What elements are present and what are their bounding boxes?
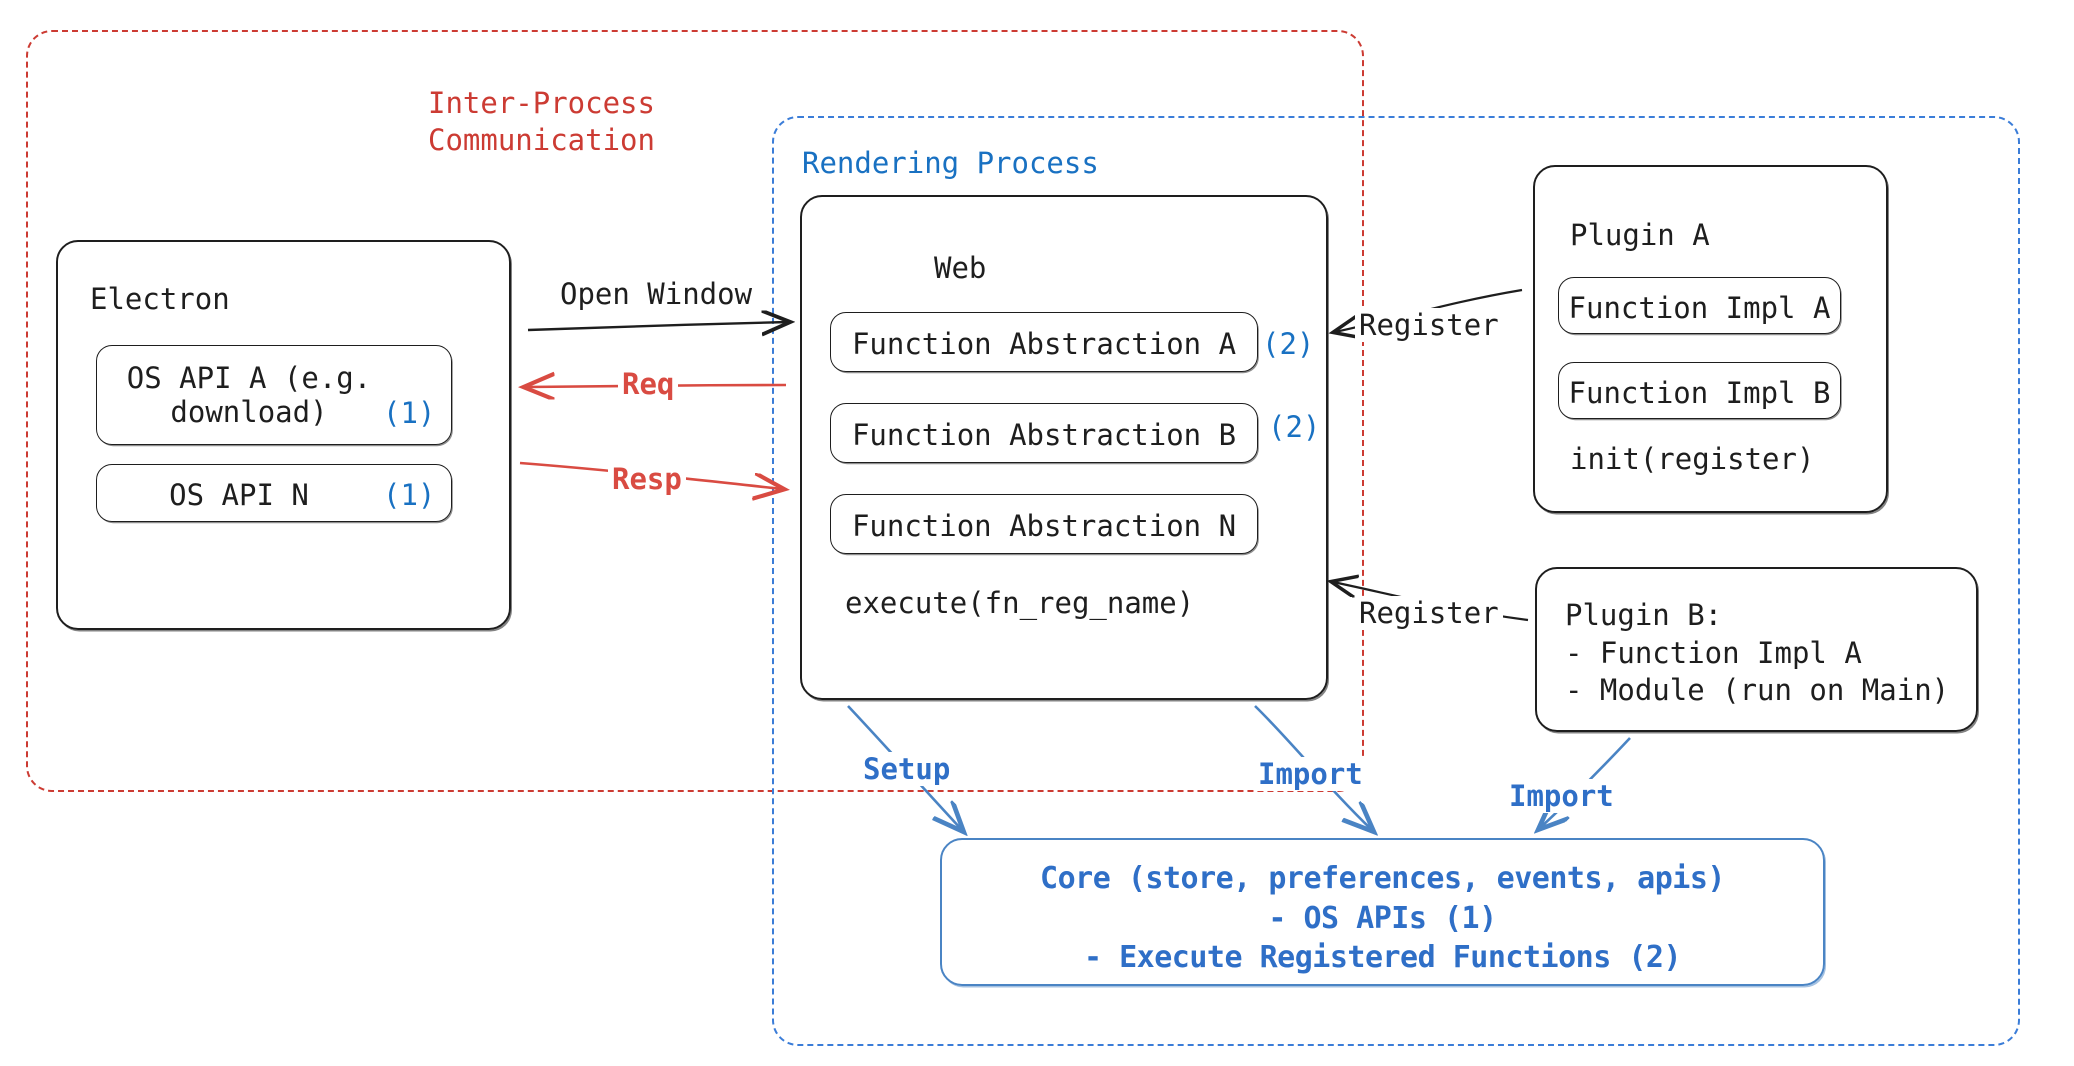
plugin-b-box: [1535, 567, 1978, 732]
function-abstraction-n-box[interactable]: [830, 494, 1258, 554]
web-execute-label: execute(fn_reg_name): [845, 586, 1195, 620]
ipc-container-label: Inter-Process Communication: [428, 86, 655, 158]
container-rendering-process: [772, 116, 2020, 1046]
core-box: [940, 838, 1825, 986]
os-api-n-label: OS API N: [169, 478, 309, 512]
os-api-a-tag: (1): [383, 396, 436, 430]
os-api-a-box[interactable]: [96, 345, 452, 445]
edge-label-resp: Resp: [608, 462, 686, 496]
rendering-process-container-label: Rendering Process: [802, 146, 1099, 180]
function-impl-a-label: Function Impl A: [1568, 291, 1831, 325]
function-abstraction-b-tag: (2): [1268, 410, 1321, 444]
edge-label-import-plugin-b: Import: [1505, 779, 1618, 813]
plugin-a-box: [1533, 165, 1888, 513]
function-abstraction-b-label: Function Abstraction B: [851, 418, 1237, 452]
electron-title: Electron: [90, 282, 230, 316]
function-abstraction-n-label: Function Abstraction N: [851, 509, 1237, 543]
web-box: [800, 195, 1328, 700]
edge-label-register-plugin-b: Register: [1355, 596, 1503, 630]
edge-label-setup: Setup: [859, 752, 955, 786]
function-abstraction-b-box[interactable]: [830, 403, 1258, 463]
web-title: Web: [934, 251, 987, 285]
edge-label-register-plugin-a: Register: [1355, 308, 1503, 342]
os-api-n-tag: (1): [383, 478, 436, 512]
function-abstraction-a-label: Function Abstraction A: [851, 327, 1237, 361]
core-lines: Core (store, preferences, events, apis) …: [1040, 861, 1725, 976]
function-impl-a-box[interactable]: [1558, 277, 1841, 334]
os-api-a-label: OS API A (e.g. download): [126, 361, 372, 429]
function-abstraction-a-tag: (2): [1262, 327, 1315, 361]
electron-box: [56, 240, 511, 630]
edge-label-import-web: Import: [1254, 757, 1367, 791]
plugin-b-lines: Plugin B: - Function Impl A - Module (ru…: [1565, 598, 1950, 708]
edge-label-open-window: Open Window: [556, 277, 757, 311]
function-impl-b-label: Function Impl B: [1568, 376, 1831, 410]
function-abstraction-a-box[interactable]: [830, 312, 1258, 372]
function-impl-b-box[interactable]: [1558, 362, 1841, 419]
container-inter-process-communication: [26, 30, 1364, 792]
edge-label-req: Req: [618, 367, 679, 401]
plugin-a-init-label: init(register): [1570, 442, 1815, 476]
os-api-n-box[interactable]: [96, 464, 452, 522]
plugin-a-title: Plugin A: [1570, 218, 1710, 252]
